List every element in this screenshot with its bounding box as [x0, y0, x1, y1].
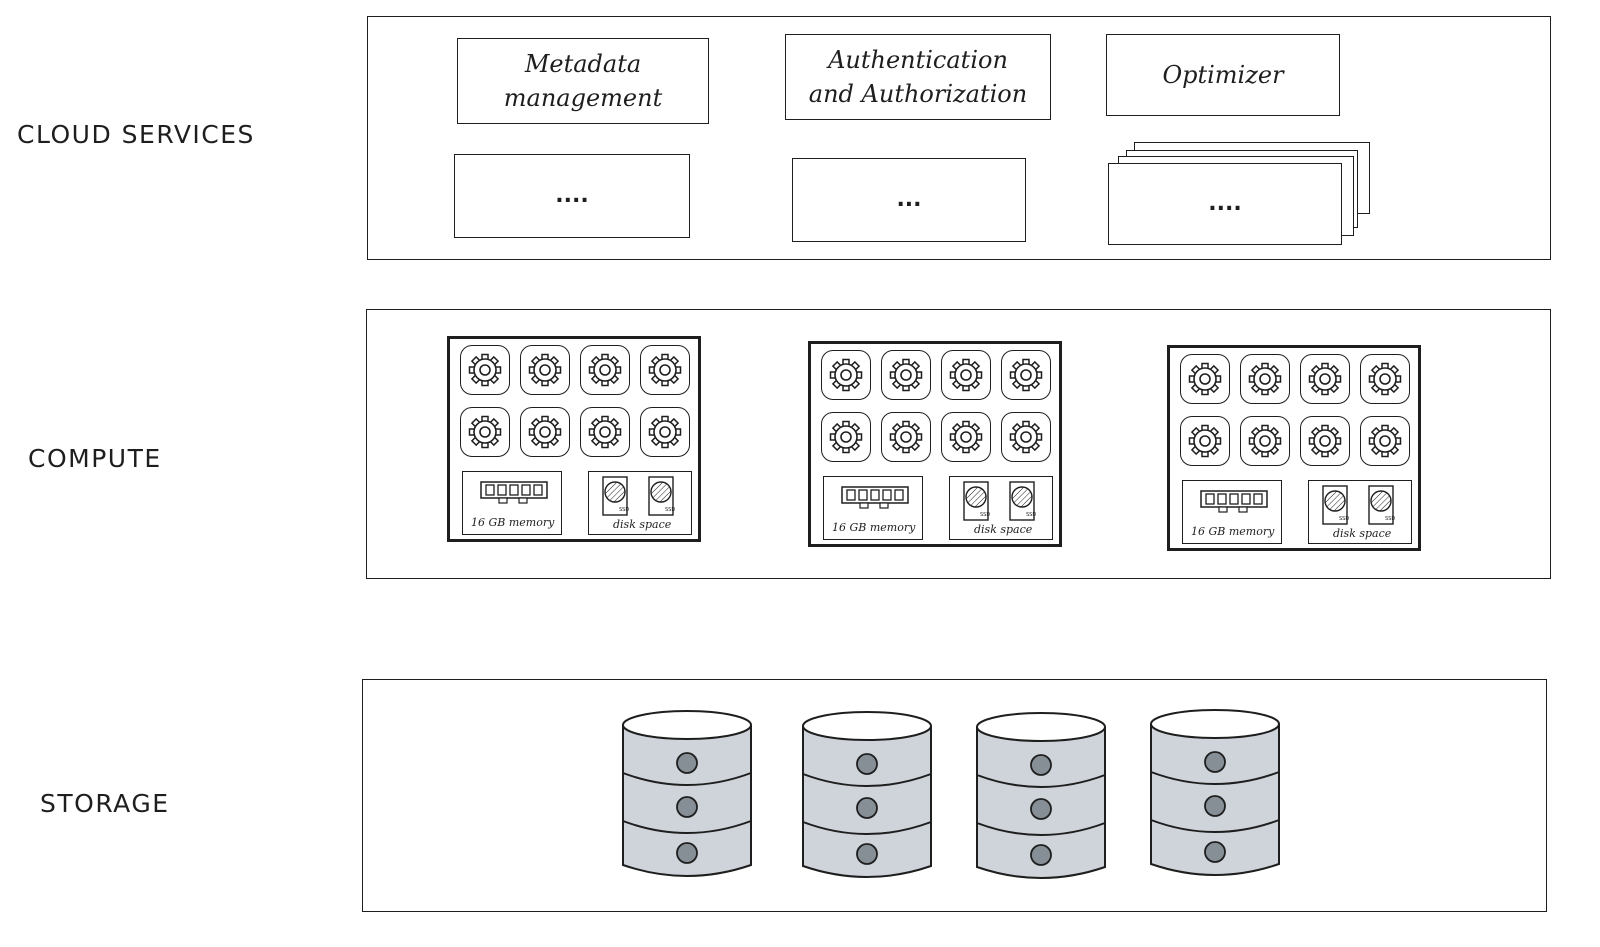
service-label: Metadata management	[503, 50, 663, 112]
cpu-core	[1300, 416, 1350, 466]
placeholder-box: ....	[454, 154, 690, 238]
authentication-authorization-box: Authentication and Authorization	[785, 34, 1051, 120]
gear-icon	[468, 415, 502, 449]
ssd-icon: SSD	[602, 476, 629, 516]
compute-node: 16 GB memory SSD SSD disk space	[808, 341, 1062, 547]
gear-icon	[949, 358, 983, 392]
cpu-core	[580, 345, 630, 395]
memory-label: 16 GB memory	[1191, 525, 1275, 538]
gear-icon	[1308, 362, 1342, 396]
cpu-core	[640, 345, 690, 395]
database-icon	[802, 711, 932, 878]
gear-icon	[1368, 362, 1402, 396]
gear-icon	[1009, 358, 1043, 392]
cpu-core	[881, 350, 931, 400]
database-icon	[976, 712, 1106, 879]
cpu-core	[1300, 354, 1350, 404]
gear-icon	[528, 353, 562, 387]
disk-label: disk space	[1333, 527, 1392, 540]
database-icon	[622, 710, 752, 877]
svg-text:SSD: SSD	[1385, 516, 1395, 522]
ssd-icon: SSD	[963, 481, 990, 521]
memory-module: 16 GB memory	[823, 476, 923, 540]
svg-text:SSD: SSD	[665, 507, 675, 513]
placeholder-label: ....	[1208, 191, 1242, 216]
gear-icon	[1009, 420, 1043, 454]
svg-text:SSD: SSD	[619, 507, 629, 513]
service-label: Optimizer	[1162, 61, 1284, 89]
ssd-icon: SSD	[648, 476, 675, 516]
placeholder-label: ....	[555, 183, 589, 208]
svg-text:SSD: SSD	[1026, 512, 1036, 518]
cpu-core	[520, 407, 570, 457]
placeholder-box: ...	[792, 158, 1026, 242]
gear-icon	[1188, 424, 1222, 458]
storage-label: STORAGE	[40, 789, 170, 818]
cpu-core	[1001, 350, 1051, 400]
database-icon	[1150, 709, 1280, 876]
cpu-core	[821, 350, 871, 400]
svg-text:SSD: SSD	[980, 512, 990, 518]
cpu-core	[1360, 416, 1410, 466]
cpu-core	[1240, 416, 1290, 466]
storage-layer	[362, 679, 1547, 912]
disk-module: SSD SSD disk space	[949, 476, 1053, 540]
disk-label: disk space	[974, 523, 1033, 536]
disk-module: SSD SSD disk space	[588, 471, 692, 535]
cloud-services-label: CLOUD SERVICES	[17, 120, 255, 149]
cpu-core	[1001, 412, 1051, 462]
cpu-core	[640, 407, 690, 457]
ssd-icon: SSD	[1009, 481, 1036, 521]
cpu-core	[1180, 416, 1230, 466]
gear-icon	[889, 420, 923, 454]
cpu-core	[1240, 354, 1290, 404]
gear-icon	[588, 353, 622, 387]
cpu-core	[520, 345, 570, 395]
gear-icon	[1368, 424, 1402, 458]
cpu-core	[821, 412, 871, 462]
cpu-core	[941, 412, 991, 462]
placeholder-label: ...	[896, 187, 922, 212]
memory-module: 16 GB memory	[1182, 480, 1282, 544]
cpu-core	[941, 350, 991, 400]
gear-icon	[588, 415, 622, 449]
service-label: Authentication and Authorization	[808, 46, 1028, 108]
disk-label: disk space	[613, 518, 672, 531]
gear-icon	[1248, 362, 1282, 396]
cpu-core	[881, 412, 931, 462]
compute-node: 16 GB memory SSD SSD disk space	[1167, 345, 1421, 551]
metadata-management-box: Metadata management	[457, 38, 709, 124]
gear-icon	[1188, 362, 1222, 396]
gear-icon	[648, 415, 682, 449]
optimizer-box: Optimizer	[1106, 34, 1340, 116]
ssd-icon: SSD	[1368, 485, 1395, 525]
svg-text:SSD: SSD	[1339, 516, 1349, 522]
cpu-core	[1180, 354, 1230, 404]
memory-label: 16 GB memory	[832, 521, 916, 534]
gear-icon	[648, 353, 682, 387]
disk-module: SSD SSD disk space	[1308, 480, 1412, 544]
compute-node: 16 GB memory SSD SSD disk space	[447, 336, 701, 542]
gear-icon	[528, 415, 562, 449]
gear-icon	[889, 358, 923, 392]
cpu-core	[580, 407, 630, 457]
gear-icon	[829, 420, 863, 454]
gear-icon	[468, 353, 502, 387]
cpu-core	[460, 407, 510, 457]
cpu-core	[1360, 354, 1410, 404]
memory-label: 16 GB memory	[471, 516, 555, 529]
gear-icon	[1248, 424, 1282, 458]
ram-chip-icon	[1200, 490, 1268, 513]
gear-icon	[949, 420, 983, 454]
ram-chip-icon	[841, 486, 909, 509]
placeholder-box: ....	[1108, 163, 1342, 245]
compute-label: COMPUTE	[28, 444, 162, 473]
cpu-core	[460, 345, 510, 395]
gear-icon	[1308, 424, 1342, 458]
gear-icon	[829, 358, 863, 392]
ssd-icon: SSD	[1322, 485, 1349, 525]
ram-chip-icon	[480, 481, 548, 504]
memory-module: 16 GB memory	[462, 471, 562, 535]
